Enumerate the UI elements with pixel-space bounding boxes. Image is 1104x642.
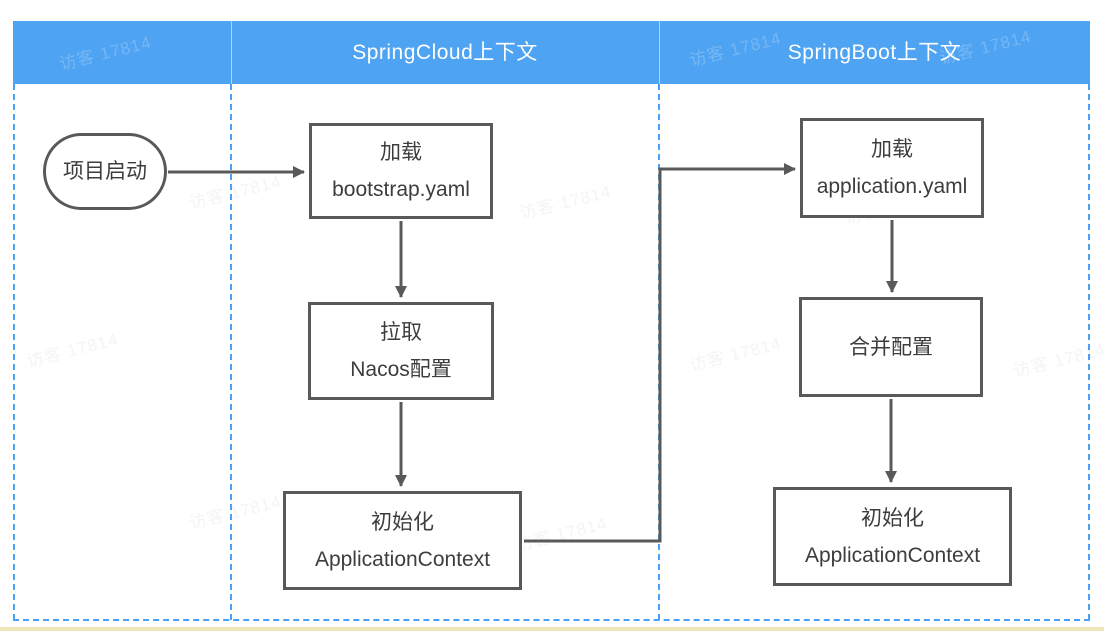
watermark-text: 访客 17814 [57, 32, 154, 75]
watermark-text: 访客 17814 [687, 333, 784, 376]
node-label-line1: 拉取 [380, 321, 422, 344]
node-label-line2: ApplicationContext [804, 543, 981, 567]
swimlane-title-springcloud: SpringCloud上下文 [352, 41, 538, 64]
lane-divider-2 [658, 84, 660, 620]
lane-divider-1 [230, 84, 232, 620]
swimlane-title-springboot: SpringBoot上下文 [787, 41, 962, 64]
node-init-cloud-applicationcontext: 初始化 ApplicationContext [283, 491, 522, 590]
node-label: 合并配置 [849, 335, 933, 359]
node-label-line1: 初始化 [861, 506, 924, 530]
header-column-divider [231, 21, 232, 84]
node-label-line2: ApplicationContext [314, 547, 491, 571]
watermark-text: 访客 17814 [24, 329, 121, 372]
node-label-line1: 加载 [871, 138, 913, 161]
lane-border-left [13, 84, 15, 620]
node-label: 项目启动 [63, 160, 147, 183]
swimlane-header-bar: SpringCloud上下文 SpringBoot上下文 访客 17814 访客… [13, 21, 1090, 84]
node-project-start: 项目启动 [43, 133, 167, 210]
watermark-text: 访客 17814 [187, 491, 284, 534]
node-merge-config: 合并配置 [799, 297, 983, 397]
node-label-line2: bootstrap.yaml [332, 178, 470, 201]
node-pull-nacos-config: 拉取 Nacos配置 [308, 302, 494, 400]
node-label-line2: Nacos配置 [350, 358, 452, 381]
node-label-line2: application.yaml [816, 175, 968, 198]
watermark-text: 访客 17814 [517, 181, 614, 224]
lane-border-bottom [13, 619, 1090, 621]
node-label-line1: 加载 [380, 141, 422, 164]
node-init-boot-applicationcontext: 初始化 ApplicationContext [773, 487, 1012, 586]
watermark-text: 访客 17814 [513, 513, 610, 556]
node-load-bootstrap-yaml: 加载 bootstrap.yaml [309, 123, 493, 219]
bottom-accent-bar [0, 627, 1104, 631]
lane-border-right [1088, 84, 1090, 620]
node-load-application-yaml: 加载 application.yaml [800, 118, 984, 218]
node-label-line1: 初始化 [371, 510, 434, 534]
watermark-text: 访客 17814 [187, 171, 284, 214]
header-column-divider [659, 21, 660, 84]
